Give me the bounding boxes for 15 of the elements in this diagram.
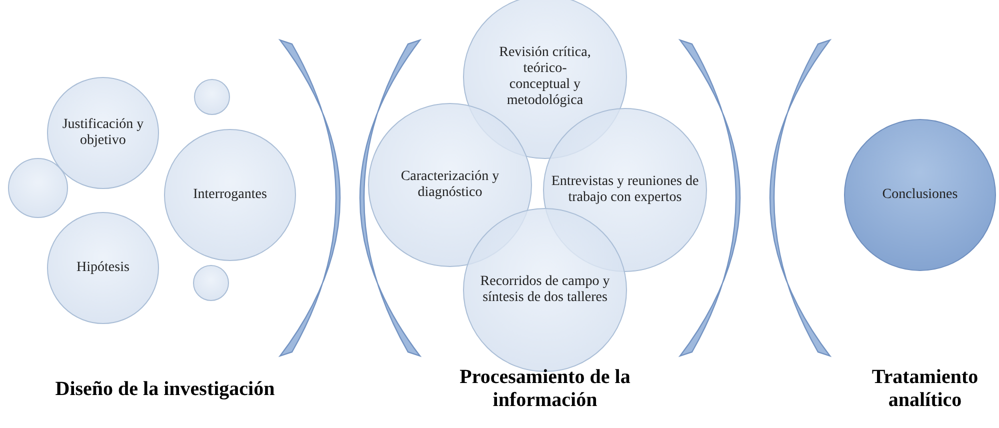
circle	[193, 265, 229, 301]
bracket-arc	[769, 39, 831, 357]
section-title: Diseño de la investigación	[54, 378, 276, 401]
circle-label: Justificación y objetivo	[61, 117, 145, 149]
circle-label: Interrogantes	[192, 187, 268, 203]
circle	[194, 79, 230, 115]
circle-label: Conclusiones	[881, 187, 959, 203]
circle-label: Hipótesis	[76, 260, 130, 276]
bracket-arc	[279, 39, 341, 357]
section-title: Procesamiento de la información	[458, 366, 632, 412]
circle-label: Recorridos de campo y síntesis de dos talleres	[479, 274, 611, 306]
section-title: Tratamiento analítico	[870, 366, 980, 412]
circle-label: Revisión crítica, teórico-conceptual y metodológica	[498, 45, 592, 109]
circle-label: Entrevistas y reuniones de trabajo con expertos	[550, 174, 700, 206]
circle-label: Caracterización y diagnóstico	[400, 169, 500, 201]
